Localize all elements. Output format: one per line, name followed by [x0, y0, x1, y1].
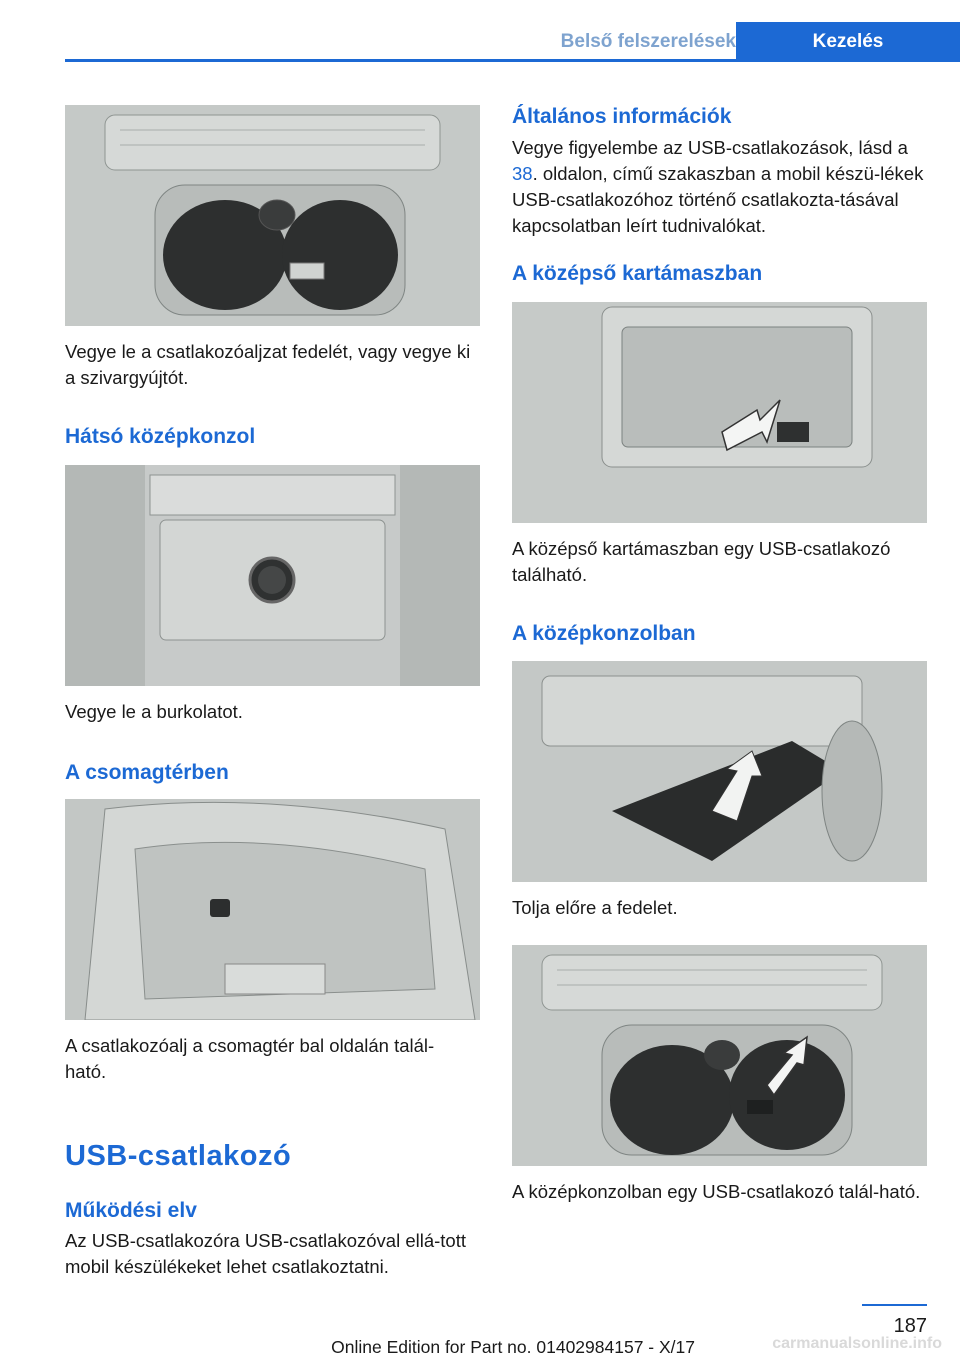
- section-title-usb: USB-csatlakozó: [65, 1140, 292, 1172]
- rear-console-socket-illustration: [65, 465, 480, 686]
- fig5-caption: Tolja előre a fedelet.: [512, 897, 678, 918]
- cupholder-socket-illustration: [65, 105, 480, 326]
- general-text-start: Vegye figyelembe az USB-csatlakozások, l…: [512, 137, 908, 158]
- fig6-caption: A középkonzolban egy USB-csatlakozó talá…: [512, 1181, 921, 1202]
- trunk-socket-illustration: [65, 799, 480, 1020]
- principle-text: Az USB-csatlakozóra USB-csatlakozóval el…: [65, 1230, 466, 1277]
- fig4-caption: A középső kartámaszban egy USB-csatlakoz…: [512, 538, 891, 585]
- header-rule: [65, 59, 960, 62]
- fig2-caption: Vegye le a burkolatot.: [65, 701, 243, 722]
- page-number: 187: [893, 1315, 927, 1337]
- page-link-38[interactable]: 38: [512, 163, 533, 184]
- console-cover-illustration: [512, 661, 927, 882]
- section-tab: Belső felszerelések: [560, 31, 736, 52]
- heading-principle: Működési elv: [65, 1199, 197, 1222]
- heading-armrest: A középső kartámaszban: [512, 262, 763, 285]
- heading-trunk: A csomagtérben: [65, 761, 229, 784]
- watermark: carmanualsonline.info: [772, 1335, 942, 1352]
- page-header: Belső felszerelések Kezelés: [65, 22, 960, 62]
- heading-center-console: A középkonzolban: [512, 622, 696, 645]
- footer-rule: [862, 1304, 927, 1306]
- heading-rear-console: Hátsó középkonzol: [65, 425, 256, 448]
- general-text: Vegye figyelembe az USB-csatlakozások, l…: [512, 135, 932, 239]
- armrest-usb-illustration: [512, 302, 927, 523]
- fig1-caption: Vegye le a csatlakozóaljzat fedelét, vag…: [65, 341, 471, 388]
- fig3-caption: A csatlakozóalj a csomagtér bal oldalán …: [65, 1035, 435, 1082]
- edition-line: Online Edition for Part no. 01402984157 …: [331, 1337, 695, 1357]
- general-text-end: . oldalon, című szakaszban a mobil készü…: [512, 163, 924, 236]
- chapter-tab: Kezelés: [736, 22, 960, 59]
- heading-general: Általános információk: [512, 105, 732, 128]
- console-usb-illustration: [512, 945, 927, 1166]
